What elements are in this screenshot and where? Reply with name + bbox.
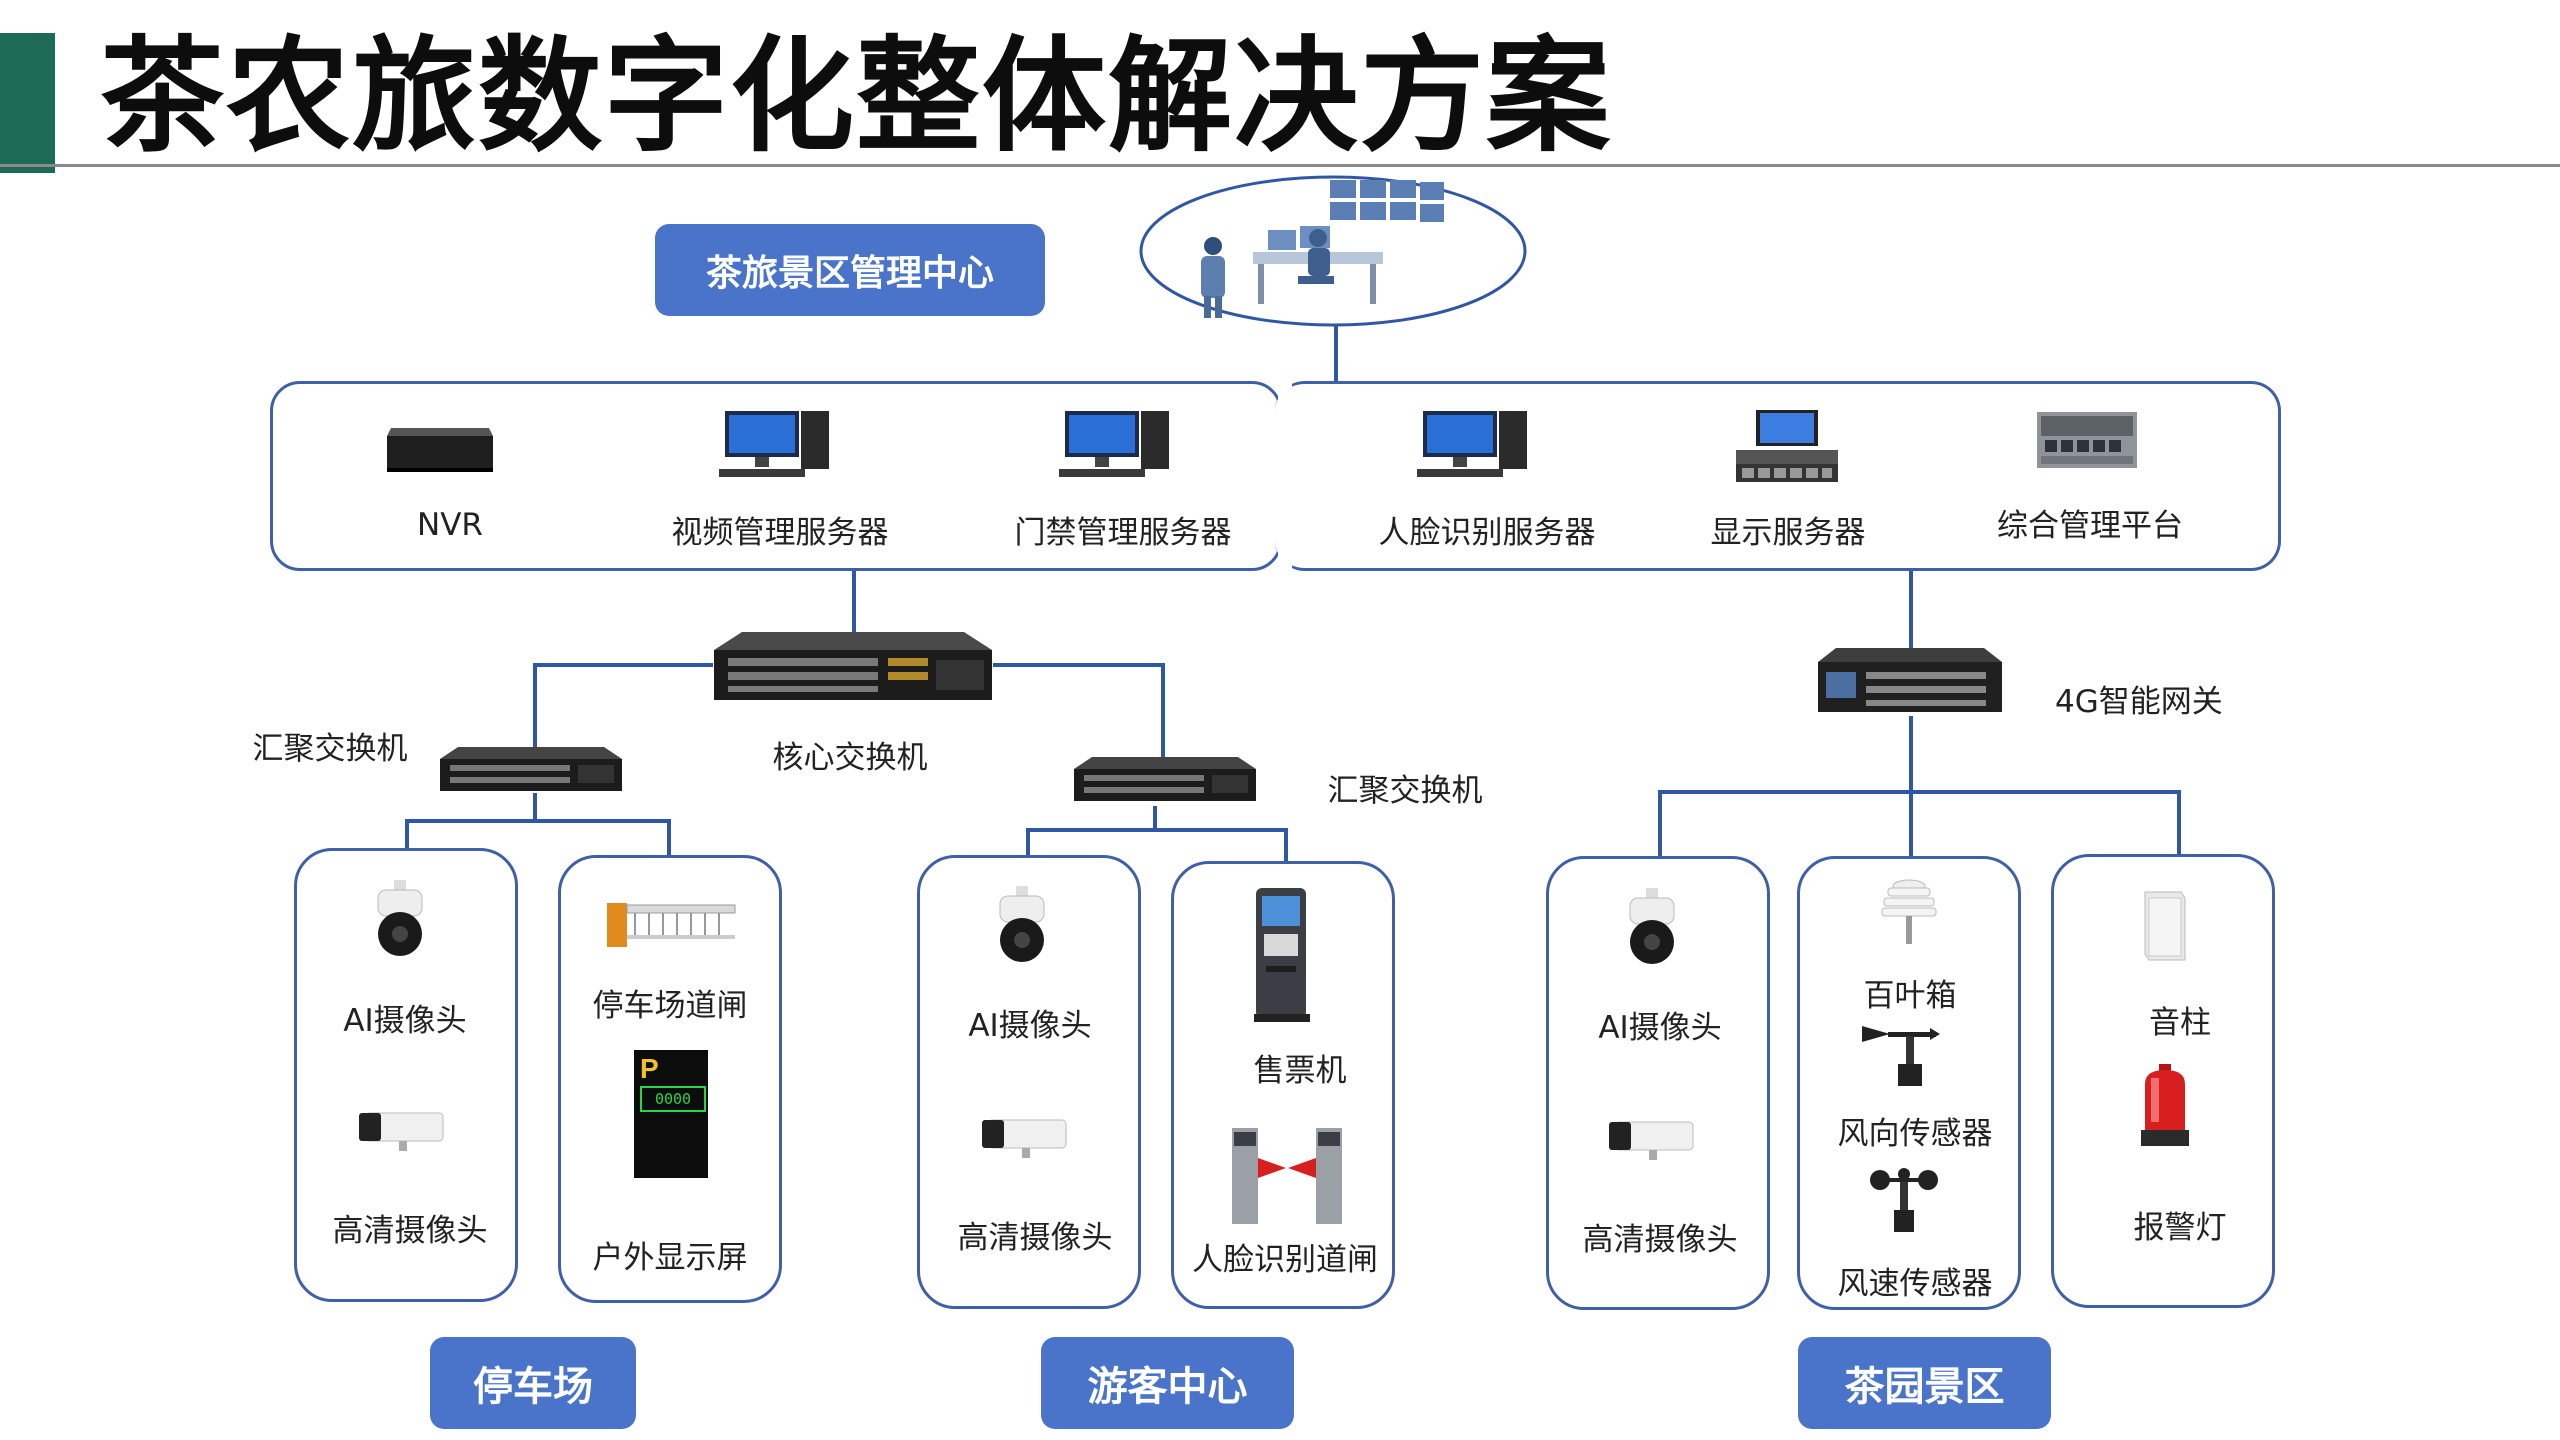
wind-vane-label: 风向传感器 — [1837, 1116, 1993, 1152]
page-title: 茶农旅数字化整体解决方案 — [100, 25, 1613, 169]
link-aggl-down — [533, 793, 537, 821]
management-center-label: 茶旅景区管理中心 — [655, 224, 1045, 316]
zone-tea-garden-label: 茶园景区 — [1798, 1337, 2051, 1429]
alarm-light-icon — [2137, 1064, 2193, 1150]
link-aggl-p2 — [667, 819, 671, 859]
wind-vane-icon — [1860, 1022, 1942, 1088]
link-core-left-v — [533, 663, 537, 753]
zone-visitor-label: 游客中心 — [1041, 1337, 1294, 1429]
agg-switch-left-label: 汇聚交换机 — [252, 731, 408, 767]
link-center-to-servers — [1334, 326, 1338, 386]
agg-switch-right-icon — [1072, 755, 1258, 807]
gateway-icon — [1816, 646, 2004, 718]
speaker-column-icon — [2141, 890, 2187, 962]
dome-camera-icon — [1622, 888, 1682, 968]
dome-camera-icon — [370, 880, 430, 960]
parking-ai-camera-label: AI摄像头 — [343, 1003, 467, 1039]
link-core-right-v — [1161, 663, 1165, 759]
speaker-column-label: 音柱 — [2149, 1005, 2211, 1041]
ticket-machine-icon — [1250, 886, 1314, 1024]
outdoor-display-readout: 0000 — [640, 1086, 706, 1112]
access-server-label: 门禁管理服务器 — [1014, 515, 1232, 551]
link-gateway-p2 — [1909, 790, 1913, 856]
gateway-label: 4G智能网关 — [2055, 684, 2223, 720]
barrier-gate-label: 停车场道闸 — [592, 988, 748, 1024]
face-gate-icon — [1228, 1118, 1346, 1226]
nvr-label: NVR — [417, 507, 483, 543]
barrier-gate-icon — [605, 895, 737, 951]
garden-ai-camera-label: AI摄像头 — [1598, 1010, 1722, 1046]
louver-box-label: 百叶箱 — [1863, 978, 1957, 1014]
display-server-label: 显示服务器 — [1710, 515, 1866, 551]
link-aggr-p2 — [1284, 828, 1288, 862]
face-gate-label: 人脸识别道闸 — [1192, 1242, 1378, 1278]
face-server-label: 人脸识别服务器 — [1378, 515, 1596, 551]
link-gateway-p1 — [1658, 790, 1662, 856]
title-divider — [0, 164, 2560, 167]
visitor-hd-camera-label: 高清摄像头 — [957, 1220, 1113, 1256]
alarm-light-label: 报警灯 — [2133, 1210, 2227, 1246]
garden-hd-camera-label: 高清摄像头 — [1582, 1222, 1738, 1258]
outdoor-display-label: 户外显示屏 — [592, 1240, 748, 1276]
link-core-right-h — [993, 663, 1165, 667]
anemometer-label: 风速传感器 — [1837, 1266, 1993, 1302]
link-core-left-h — [533, 663, 713, 667]
core-switch-icon — [712, 630, 994, 710]
computer-icon — [715, 405, 835, 483]
link-aggl-p1 — [405, 819, 409, 859]
outdoor-display-icon: P 0000 — [634, 1050, 708, 1178]
link-aggr-p1 — [1026, 828, 1030, 862]
visitor-ai-camera-label: AI摄像头 — [968, 1008, 1092, 1044]
bullet-camera-icon — [355, 1105, 447, 1153]
link-gateway-h — [1658, 790, 2181, 794]
link-gateway-down — [1909, 716, 1913, 794]
link-aggl-h — [405, 819, 671, 823]
title-accent-bar — [0, 33, 55, 173]
parking-hd-camera-label: 高清摄像头 — [332, 1213, 488, 1249]
louver-box-icon — [1876, 876, 1942, 946]
link-servers-to-core — [852, 570, 856, 640]
server-icon — [1732, 408, 1842, 486]
bullet-camera-icon — [978, 1112, 1070, 1160]
computer-icon — [1055, 405, 1175, 483]
link-servers-to-gateway — [1909, 570, 1913, 648]
ticket-machine-label: 售票机 — [1253, 1053, 1347, 1089]
bullet-camera-icon — [1605, 1114, 1697, 1162]
computer-icon — [1413, 405, 1533, 483]
core-switch-label: 核心交换机 — [772, 740, 928, 776]
control-room-icon — [1138, 174, 1528, 328]
platform-label: 综合管理平台 — [1997, 508, 2183, 544]
platform-icon — [2035, 408, 2139, 470]
anemometer-icon — [1868, 1168, 1940, 1234]
dome-camera-icon — [992, 886, 1052, 966]
zone-parking-label: 停车场 — [430, 1337, 636, 1429]
nvr-icon — [385, 422, 495, 474]
agg-switch-left-icon — [438, 745, 624, 797]
link-aggr-up — [1153, 806, 1157, 830]
agg-switch-right-label: 汇聚交换机 — [1327, 773, 1483, 809]
video-server-label: 视频管理服务器 — [671, 515, 889, 551]
link-gateway-p3 — [2177, 790, 2181, 856]
link-aggr-h — [1026, 828, 1288, 832]
